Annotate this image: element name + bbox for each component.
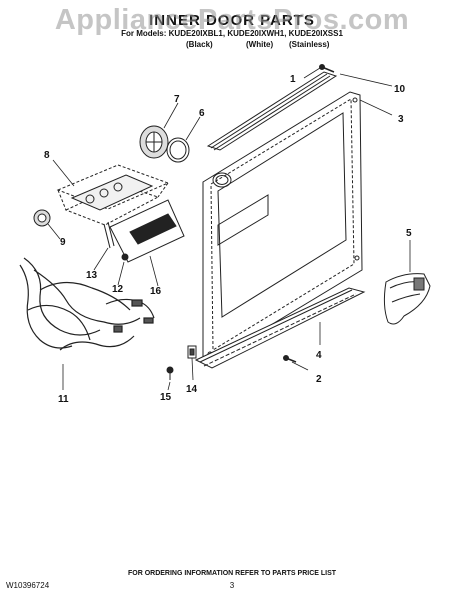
callout-11: 11: [58, 394, 69, 405]
callout-13: 13: [86, 270, 98, 281]
part-9-knob[interactable]: [33, 209, 51, 227]
callout-16: 16: [150, 286, 162, 297]
part-8-control-panel[interactable]: [56, 164, 170, 226]
callout-3: 3: [398, 114, 404, 125]
part-14-clip[interactable]: [187, 345, 197, 359]
part-4-bottom-rail[interactable]: [194, 287, 366, 369]
callout-8: 8: [44, 150, 50, 161]
variant-black: (Black): [186, 40, 213, 49]
callout-14: 14: [186, 384, 198, 395]
callout-6: 6: [199, 108, 205, 119]
callout-1: 1: [290, 74, 296, 85]
callout-12: 12: [112, 284, 124, 295]
model-list: For Models: KUDE20IXBL1, KUDE20IXWH1, KU…: [121, 29, 343, 38]
callout-5: 5: [406, 228, 412, 239]
page-title: INNER DOOR PARTS: [149, 12, 315, 29]
part-13-board-mount[interactable]: [103, 221, 115, 249]
callout-2: 2: [316, 374, 322, 385]
part-16-control-board[interactable]: [109, 199, 185, 263]
variant-white: (White): [246, 40, 274, 49]
part-11-wire-harness[interactable]: [19, 257, 155, 351]
callout-4: 4: [316, 350, 322, 361]
part-2-screw[interactable]: [283, 355, 297, 363]
variant-stainless: (Stainless): [289, 40, 330, 49]
page-number: 3: [229, 581, 235, 590]
callout-9: 9: [60, 237, 66, 248]
callout-7: 7: [174, 94, 180, 105]
callout-15: 15: [160, 392, 172, 403]
leader-lines: [47, 67, 411, 391]
part-6-gasket[interactable]: [166, 137, 190, 163]
part-5-vent[interactable]: [383, 273, 431, 325]
part-10-top-rail[interactable]: [206, 71, 338, 151]
ordering-note: FOR ORDERING INFORMATION REFER TO PARTS …: [127, 570, 337, 577]
document-number: W10396724: [6, 581, 50, 590]
callout-10: 10: [394, 84, 406, 95]
part-1-screw[interactable]: [319, 64, 335, 73]
part-12-screw[interactable]: [121, 253, 129, 261]
part-15-screw[interactable]: [166, 366, 174, 380]
part-7-cap[interactable]: [139, 125, 169, 159]
